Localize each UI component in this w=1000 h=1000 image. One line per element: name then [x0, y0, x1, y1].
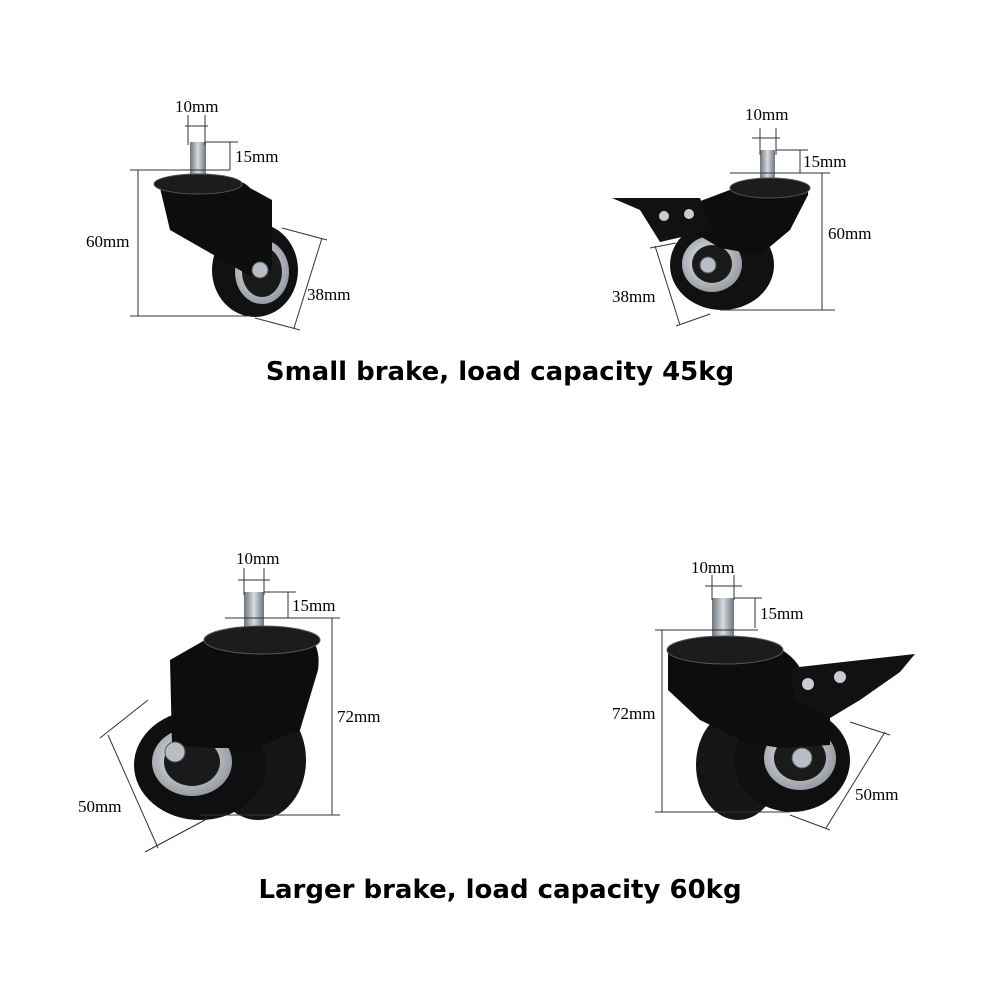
stem-diameter-label: 10mm	[175, 97, 218, 116]
stem-length-label: 15mm	[292, 596, 335, 615]
height-label: 72mm	[337, 707, 380, 726]
caster-small-side: 10mm 15mm 60mm 38mm	[86, 97, 350, 331]
height-label: 60mm	[828, 224, 871, 243]
stem-diameter-label: 10mm	[745, 105, 788, 124]
caption-small-brake: Small brake, load capacity 45kg	[265, 357, 735, 387]
dim-line	[99, 699, 149, 739]
axle-bolt	[164, 741, 186, 763]
wheel-width-label: 50mm	[78, 797, 121, 816]
swivel-plate	[666, 635, 784, 665]
dim-line	[293, 237, 323, 329]
caption-large-brake: Larger brake, load capacity 60kg	[258, 875, 742, 905]
dim-line	[144, 819, 206, 853]
wheel-width-label: 38mm	[307, 285, 350, 304]
fork-body	[690, 179, 809, 255]
dim-line	[649, 242, 677, 249]
fork-body	[668, 637, 830, 748]
height-label: 60mm	[86, 232, 129, 251]
dim-line	[849, 721, 891, 736]
dim-line	[654, 245, 681, 326]
fork-body	[170, 628, 319, 748]
threaded-stem	[190, 142, 206, 174]
stem-diameter-label: 10mm	[691, 558, 734, 577]
caster-large-side: 10mm 15mm 72mm 50mm	[78, 549, 380, 853]
dim-line	[281, 227, 328, 241]
height-label: 72mm	[612, 704, 655, 723]
fork-body	[159, 176, 272, 276]
swivel-plate	[729, 177, 811, 199]
wheel-width-label: 50mm	[855, 785, 898, 804]
threaded-stem	[712, 598, 734, 638]
dim-line	[107, 734, 159, 849]
brake-rivet	[684, 209, 694, 219]
axle-bolt	[791, 747, 813, 769]
brake-lever	[790, 654, 915, 718]
wheel-width-label: 38mm	[612, 287, 655, 306]
threaded-stem	[244, 592, 264, 632]
axle-bolt	[251, 261, 269, 279]
dim-line	[825, 731, 886, 829]
dim-line	[675, 313, 711, 327]
swivel-plate	[203, 625, 321, 655]
threaded-stem	[760, 150, 775, 180]
dim-line	[789, 814, 831, 831]
stem-length-label: 15mm	[760, 604, 803, 623]
stem-length-label: 15mm	[803, 152, 846, 171]
stem-length-label: 15mm	[235, 147, 278, 166]
brake-rivet	[659, 211, 669, 221]
dim-line	[254, 317, 301, 331]
caster-small-brake: 10mm 15mm 60mm 38mm	[612, 105, 871, 327]
swivel-plate	[153, 173, 243, 195]
stem-diameter-label: 10mm	[236, 549, 279, 568]
caster-large-brake: 10mm 15mm 72mm 50mm	[612, 558, 915, 831]
axle-bolt	[699, 256, 717, 274]
brake-rivet	[802, 678, 814, 690]
brake-rivet	[834, 671, 846, 683]
